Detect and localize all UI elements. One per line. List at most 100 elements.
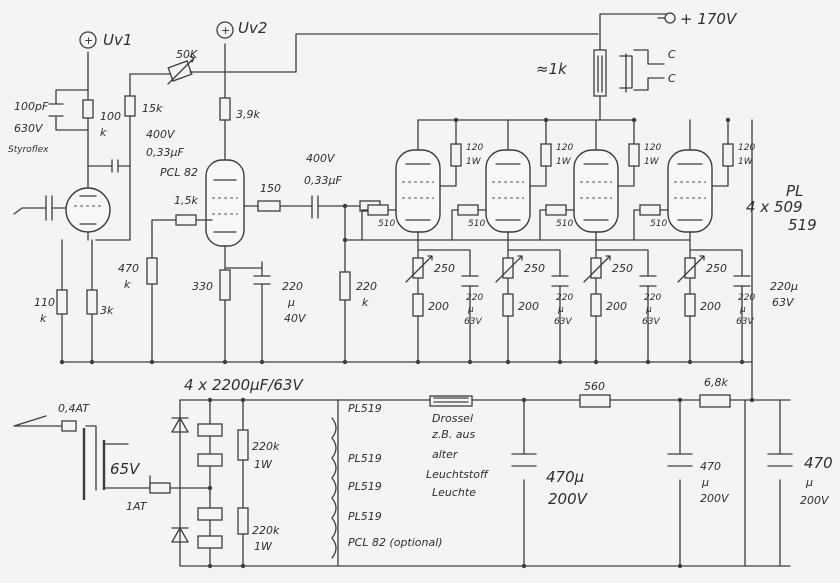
pl-rg2-value: 120 bbox=[738, 143, 755, 153]
ps-c2: 470 bbox=[700, 460, 721, 473]
ps-c2-u: µ bbox=[701, 476, 709, 489]
cin-voltage: 630V bbox=[14, 122, 44, 135]
fuse2-label: 1AT bbox=[126, 500, 148, 513]
choke-note-4: Leuchtstoff bbox=[426, 468, 489, 481]
driver-ck: 220 bbox=[282, 280, 303, 293]
pl-rg2-watt: 1W bbox=[738, 157, 754, 167]
ps-caps-label: 4 x 2200µF/63V bbox=[184, 376, 304, 394]
pl-rk-value: 200 bbox=[606, 300, 627, 313]
pl-ck-unit: µ bbox=[645, 305, 652, 315]
pl-type-3: 519 bbox=[788, 216, 817, 234]
input-stage bbox=[13, 51, 177, 365]
heater-1: PL519 bbox=[348, 402, 382, 415]
pl-ck-unit: µ bbox=[467, 305, 474, 315]
out-cap-v: 63V bbox=[772, 296, 795, 309]
ps-c1-v: 200V bbox=[548, 490, 589, 508]
ps-voltage: 65V bbox=[110, 460, 141, 478]
pl519-stage-4 bbox=[633, 117, 751, 365]
pl-pot-value: 250 bbox=[524, 262, 545, 275]
pl-pot-value: 250 bbox=[434, 262, 455, 275]
fuse1-label: 0,4AT bbox=[58, 402, 90, 415]
uv1-plus: + bbox=[84, 34, 93, 47]
bleed2-value: 220k bbox=[252, 524, 280, 537]
heater-2: PL519 bbox=[348, 452, 382, 465]
ps-c1: 470µ bbox=[546, 468, 584, 486]
r3-unit: k bbox=[124, 278, 131, 291]
r4-unit: k bbox=[40, 312, 47, 325]
pl-ck-volt: 63V bbox=[554, 317, 572, 327]
pl-rk-value: 200 bbox=[428, 300, 449, 313]
pl-rgrid-value: 510 bbox=[378, 219, 395, 229]
heater-3: PL519 bbox=[348, 480, 382, 493]
pl-type-2: 4 x 509 bbox=[746, 198, 803, 216]
pl-rg2-watt: 1W bbox=[556, 157, 572, 167]
driver-tube: PCL 82 bbox=[160, 166, 198, 179]
driver-rk: 330 bbox=[192, 280, 213, 293]
pot-value: 50K bbox=[176, 48, 198, 61]
pl-rgrid-value: 510 bbox=[650, 219, 667, 229]
heater-4: PL519 bbox=[348, 510, 382, 523]
cin-type: Styroflex bbox=[8, 145, 49, 155]
driver-cc: 0,33µF bbox=[146, 146, 184, 159]
r2-value: 15k bbox=[142, 102, 163, 115]
driver-rg: 1,5k bbox=[174, 194, 198, 207]
driver-rs: 150 bbox=[260, 182, 281, 195]
pl-ck-value: 220 bbox=[738, 293, 755, 303]
pl-rg2-watt: 1W bbox=[466, 157, 482, 167]
driver-ck-v: 40V bbox=[284, 312, 307, 325]
out-c-bottom: C bbox=[668, 72, 676, 85]
r1-unit: k bbox=[100, 126, 107, 139]
pl519-stage-3 bbox=[539, 117, 657, 365]
out-cc-v: 400V bbox=[306, 152, 336, 165]
ps-r1: 560 bbox=[584, 380, 605, 393]
bleed1-value: 220k bbox=[252, 440, 280, 453]
r1-value: 100 bbox=[100, 110, 121, 123]
pl519-stage-1 bbox=[361, 117, 479, 365]
r3-value: 470 bbox=[118, 262, 139, 275]
choke-label: ≈1k bbox=[536, 60, 568, 78]
pl-rg2-value: 120 bbox=[556, 143, 573, 153]
uv1-label: Uv1 bbox=[103, 31, 132, 49]
pl-rg2-watt: 1W bbox=[644, 157, 660, 167]
pl-ck-volt: 63V bbox=[736, 317, 754, 327]
bleed1-w: 1W bbox=[254, 458, 273, 471]
choke-note-1: Drossel bbox=[432, 412, 473, 425]
ps-c3-u: µ bbox=[805, 476, 813, 489]
choke-note-5: Leuchte bbox=[432, 486, 476, 499]
out-c-top: C bbox=[668, 48, 676, 61]
r5-value: 3k bbox=[100, 304, 114, 317]
ps-c3: 470 bbox=[804, 454, 833, 472]
r4-value: 110 bbox=[34, 296, 55, 309]
pl-ck-value: 220 bbox=[644, 293, 661, 303]
pl-rgrid-value: 510 bbox=[468, 219, 485, 229]
ps-c3-v: 200V bbox=[800, 494, 830, 507]
out-cap: 220µ bbox=[770, 280, 798, 293]
bleed2-w: 1W bbox=[254, 540, 273, 553]
driver-cc-v: 400V bbox=[146, 128, 176, 141]
pl-ck-unit: µ bbox=[557, 305, 564, 315]
pl-ck-value: 220 bbox=[466, 293, 483, 303]
output-stage bbox=[339, 12, 753, 365]
pl-ck-volt: 63V bbox=[464, 317, 482, 327]
pl-pot-value: 250 bbox=[612, 262, 633, 275]
pl-ck-value: 220 bbox=[556, 293, 573, 303]
pl-type-1: PL bbox=[786, 182, 803, 200]
driver-ck-u: µ bbox=[287, 296, 295, 309]
choke-note-3: alter bbox=[432, 448, 459, 461]
ps-r2: 6,8k bbox=[704, 376, 728, 389]
pl-ck-unit: µ bbox=[739, 305, 746, 315]
pl519-stage-2 bbox=[451, 117, 569, 365]
ps-c2-v: 200V bbox=[700, 492, 730, 505]
uv2-terminal bbox=[216, 21, 234, 39]
hv-label: + 170V bbox=[680, 10, 738, 28]
uv2-label: Uv2 bbox=[238, 19, 267, 37]
out-cc: 0,33µF bbox=[304, 174, 342, 187]
pl-ck-volt: 63V bbox=[642, 317, 660, 327]
rgl-unit: k bbox=[362, 296, 369, 309]
choke-note-2: z.B. aus bbox=[431, 428, 476, 441]
heater-5: PCL 82 (optional) bbox=[348, 536, 443, 549]
cin-value: 100pF bbox=[14, 100, 49, 113]
uv1-terminal bbox=[79, 31, 97, 49]
